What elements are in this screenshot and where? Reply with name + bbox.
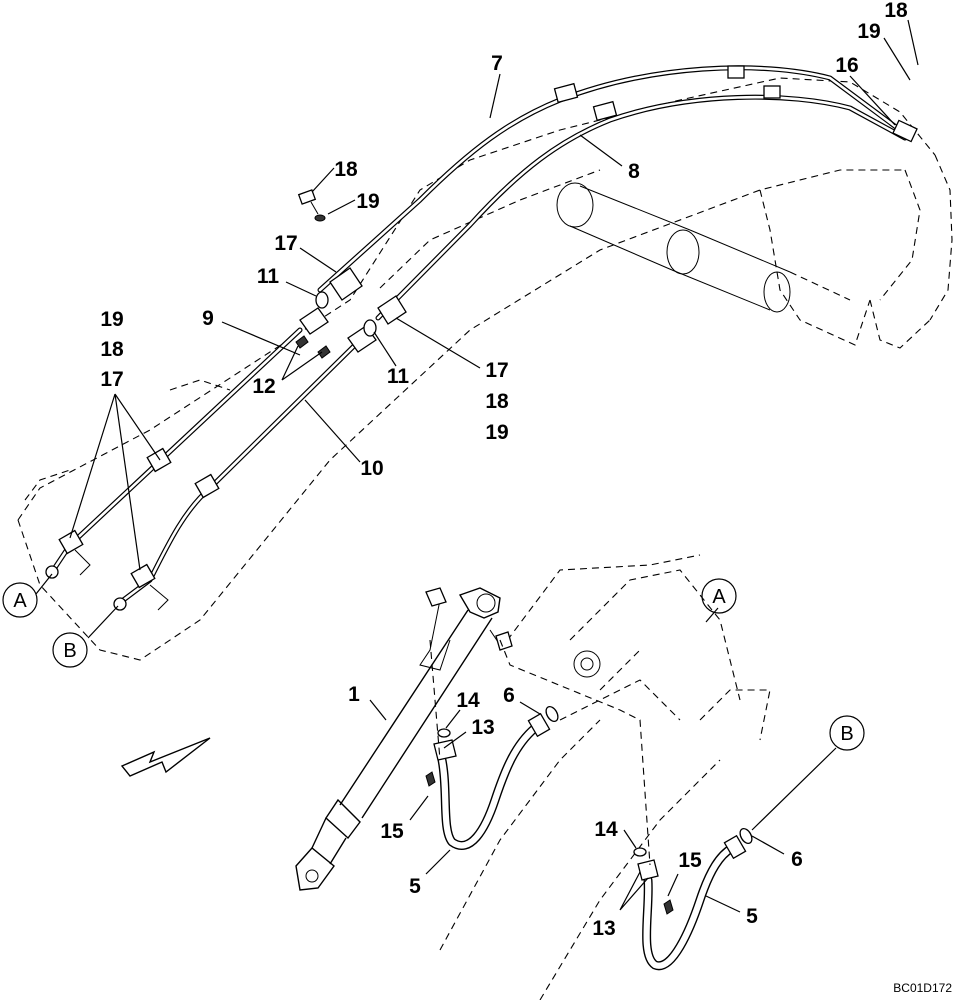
label-5-a: 5 xyxy=(409,875,421,898)
label-8: 8 xyxy=(628,160,640,183)
tube-10 xyxy=(118,345,355,604)
svg-text:B: B xyxy=(840,723,853,745)
label-1: 1 xyxy=(348,683,360,706)
label-19-right: 19 xyxy=(485,421,508,444)
tube-clamps-lower xyxy=(46,449,219,610)
label-17-left: 17 xyxy=(100,368,123,391)
label-10: 10 xyxy=(360,457,383,480)
svg-text:A: A xyxy=(13,590,27,612)
label-13-a: 13 xyxy=(471,716,494,739)
leader-lines xyxy=(36,20,918,912)
label-13-b: 13 xyxy=(592,917,615,940)
label-11-right: 11 xyxy=(387,365,410,388)
callout-a-right: A xyxy=(702,579,736,613)
label-18-top: 18 xyxy=(884,0,908,22)
flange-joints xyxy=(296,190,406,358)
arm-cylinder xyxy=(296,588,512,890)
label-9: 9 xyxy=(202,307,214,330)
label-14-b: 14 xyxy=(594,818,618,841)
hose-5-b xyxy=(634,827,754,966)
label-19-mid: 19 xyxy=(356,190,379,213)
callout-a-left: A xyxy=(3,583,37,617)
svg-text:B: B xyxy=(63,640,76,662)
boom-cylinder xyxy=(557,183,850,312)
label-18-mid: 18 xyxy=(334,158,358,181)
callout-b-left: B xyxy=(53,633,87,667)
label-7: 7 xyxy=(491,52,503,75)
label-15-b: 15 xyxy=(678,849,702,872)
label-17-mid: 17 xyxy=(274,232,297,255)
label-14-a: 14 xyxy=(456,689,480,712)
label-15-a: 15 xyxy=(380,820,404,843)
tube-8 xyxy=(378,97,905,318)
label-11-left: 11 xyxy=(257,265,280,288)
svg-text:A: A xyxy=(712,586,726,608)
part-labels: 18 19 16 7 8 18 19 17 11 9 12 11 17 18 1… xyxy=(100,0,908,940)
label-12: 12 xyxy=(252,375,275,398)
label-19-top: 19 xyxy=(857,20,880,43)
label-18-left: 18 xyxy=(100,338,124,361)
callout-b-right: B xyxy=(830,716,864,750)
label-18-right: 18 xyxy=(485,390,509,413)
drawing-code: BC01D172 xyxy=(893,981,952,995)
label-6-a: 6 xyxy=(503,684,515,707)
label-5-b: 5 xyxy=(746,905,758,928)
direction-arrow xyxy=(122,738,210,776)
label-19-left: 19 xyxy=(100,308,123,331)
label-6-b: 6 xyxy=(791,848,803,871)
label-17-right: 17 xyxy=(485,359,508,382)
label-16: 16 xyxy=(835,54,858,77)
